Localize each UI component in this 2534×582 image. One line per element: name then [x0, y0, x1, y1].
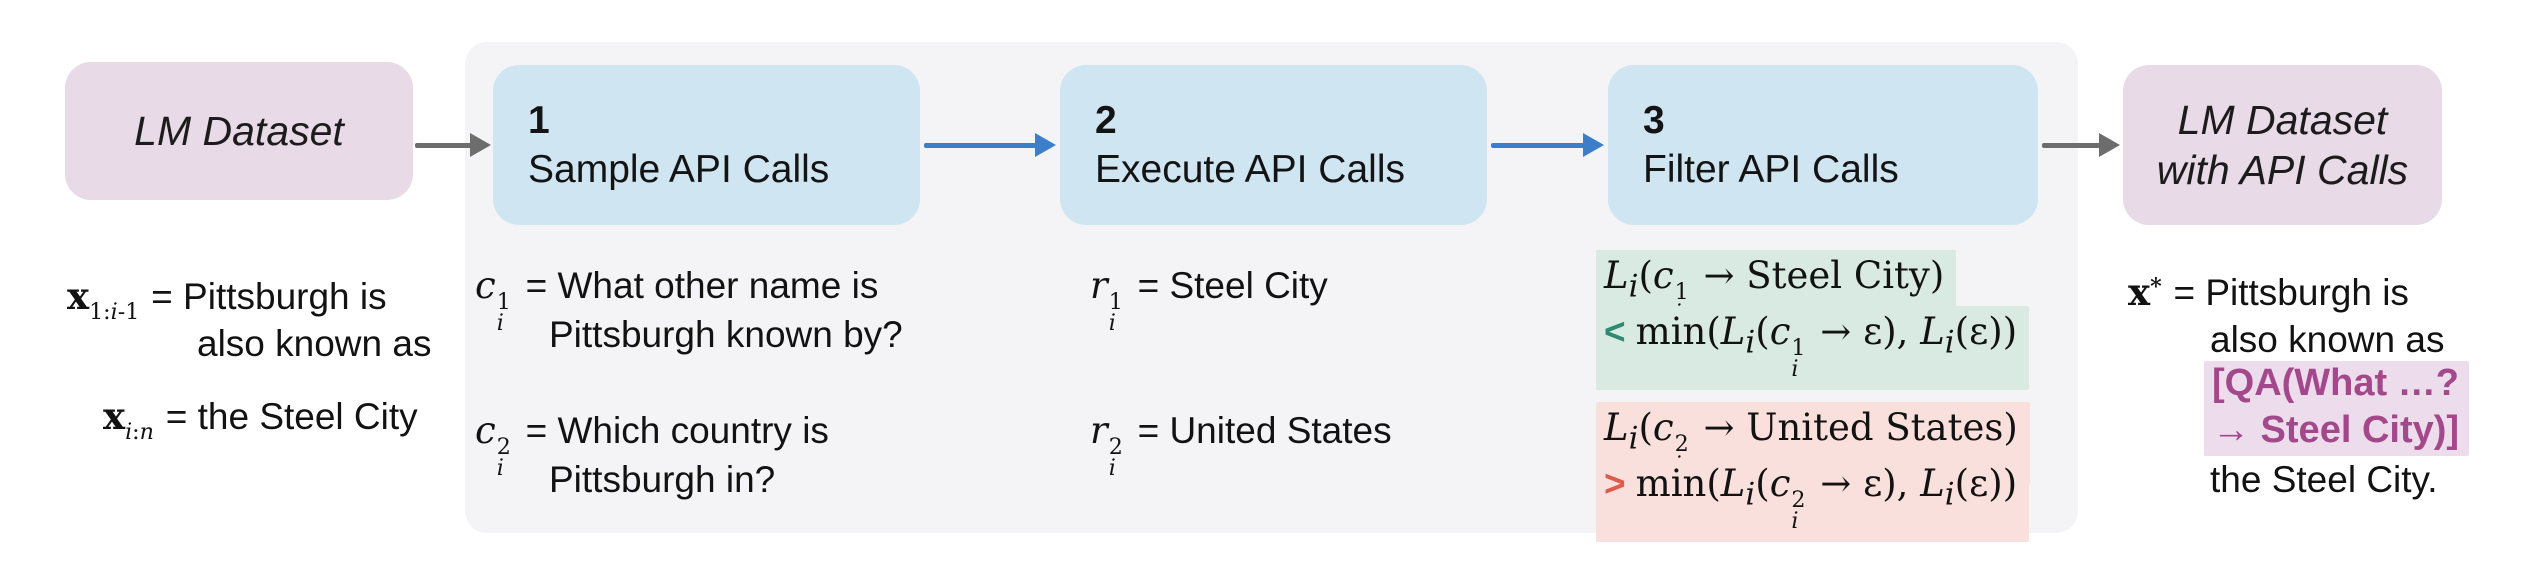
filter-keep-formula1: Li(c1i → Steel City): [1604, 254, 1945, 324]
output-example-line5: the Steel City.: [2210, 459, 2438, 500]
filter-discard-formula1: Li(c2i → United States): [1604, 406, 2018, 476]
step1-text: 1 Sample API Calls: [528, 96, 829, 194]
arrow-shaft: [1491, 143, 1589, 148]
output-example-line2: also known as: [2210, 319, 2445, 360]
arrow-step3-to-output: [2042, 133, 2120, 157]
sampled-call2-line2: Pittsburgh in?: [549, 459, 776, 500]
lm-dataset-box: LM Dataset: [65, 62, 413, 200]
input-example-line3: xi:n = the Steel City: [103, 394, 418, 445]
greater-than-operator: >: [1604, 463, 1626, 504]
step3-label: Filter API Calls: [1643, 148, 1899, 191]
api-call-annotation-line1: [QA(What …?: [2204, 361, 2469, 409]
arrow-step1-to-step2: [924, 133, 1056, 157]
step1-sample-api-calls-box: 1 Sample API Calls: [493, 65, 920, 225]
arrow-shaft: [924, 143, 1041, 148]
step3-filter-api-calls-box: 3 Filter API Calls: [1608, 65, 2038, 225]
step1-number: 1: [528, 99, 550, 142]
api-call-annotation-line2: → Steel City)]: [2204, 408, 2470, 456]
input-example-line2: also known as: [197, 323, 432, 364]
lm-dataset-with-api-calls-box: LM Dataset with API Calls: [2123, 65, 2442, 225]
arrow-head-icon: [1035, 133, 1056, 157]
arrow-head-icon: [2099, 133, 2120, 157]
step1-label: Sample API Calls: [528, 148, 830, 191]
output-label-line2: with API Calls: [2156, 147, 2409, 193]
output-label-line1: LM Dataset: [2177, 97, 2388, 143]
step3-text: 3 Filter API Calls: [1643, 96, 1899, 194]
step2-label: Execute API Calls: [1095, 148, 1405, 191]
arrow-shaft: [2042, 143, 2105, 148]
lm-dataset-label: LM Dataset: [134, 108, 344, 154]
arrow-head-icon: [470, 133, 491, 157]
step2-number: 2: [1095, 99, 1117, 142]
arrow-input-to-step1: [415, 133, 491, 157]
output-example-line1: x* = Pittsburgh is: [2128, 270, 2409, 314]
arrow-step2-to-step3: [1491, 133, 1604, 157]
less-than-operator: <: [1604, 311, 1626, 352]
input-example-line1: x1:i-1 = Pittsburgh is: [67, 274, 387, 325]
sampled-call1-line2: Pittsburgh known by?: [549, 314, 903, 355]
arrow-shaft: [415, 143, 476, 148]
step2-execute-api-calls-box: 2 Execute API Calls: [1060, 65, 1487, 225]
arrow-head-icon: [1583, 133, 1604, 157]
step3-number: 3: [1643, 99, 1665, 142]
step2-text: 2 Execute API Calls: [1095, 96, 1405, 194]
